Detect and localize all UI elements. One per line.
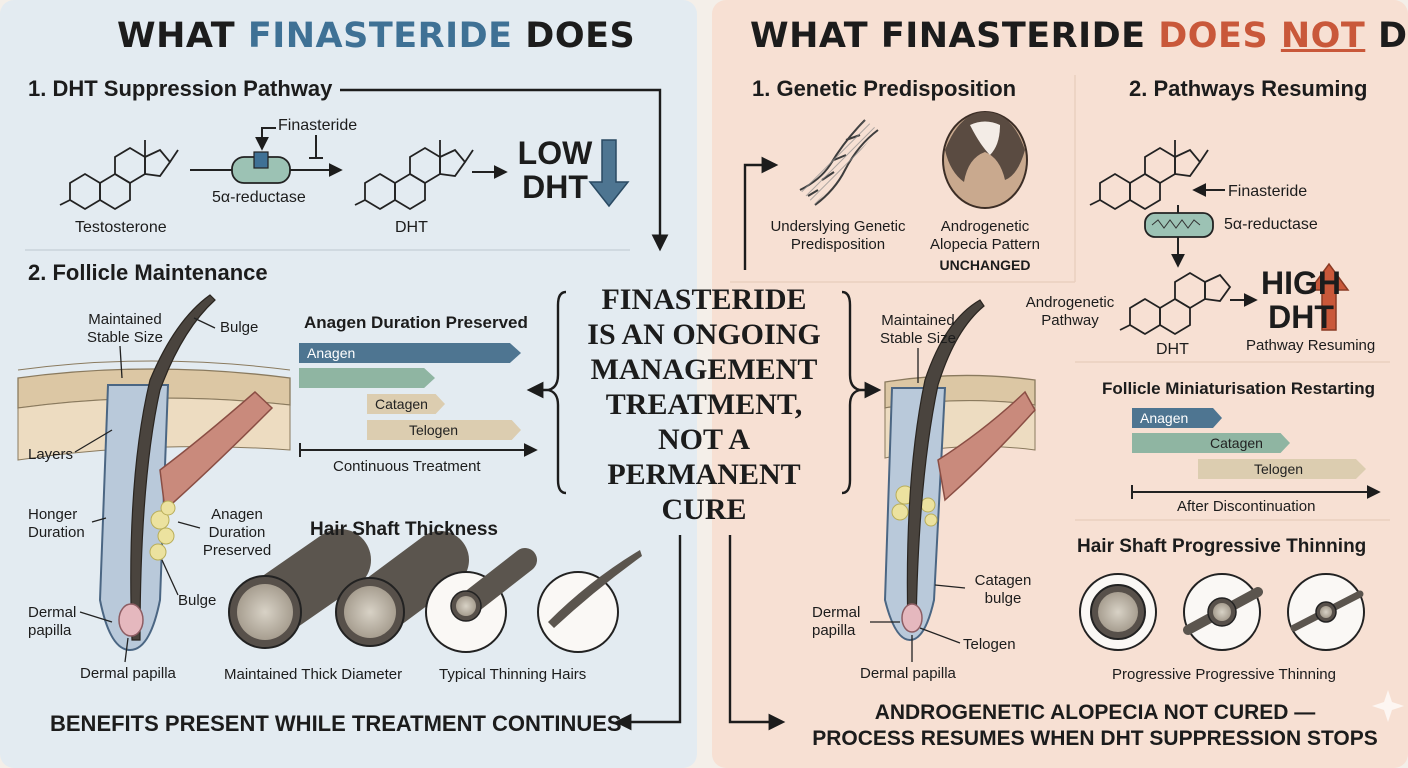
- follicle-illustration-right: [883, 299, 1036, 642]
- layers-label: Layers: [28, 446, 74, 463]
- right-telogen-bar: Telogen: [1198, 459, 1366, 479]
- right-section1-title: 1. Genetic Predisposition: [752, 76, 1017, 101]
- right-title: WHAT FINASTERIDE DOES NOT DO: [750, 16, 1408, 56]
- progressive-thinning-label: Progressive Progressive Thinning: [1112, 666, 1336, 683]
- dermal-papilla-bottom-label: Dermal papilla: [80, 665, 176, 682]
- right-footer: ANDROGENETIC ALOPECIA NOT CURED — PROCES…: [812, 701, 1378, 750]
- left-section1-title: 1. DHT Suppression Pathway: [28, 76, 333, 101]
- catagen-bulge-label: Catagen bulge: [974, 572, 1032, 607]
- high-dht-up-arrow: [1308, 262, 1350, 331]
- dermal-papilla-side-label: Dermal papilla: [28, 604, 77, 639]
- thinning-hairs-label: Typical Thinning Hairs: [439, 666, 587, 683]
- enzyme-label-left: 5α-reductase: [212, 189, 306, 206]
- dht-molecule-left: [354, 140, 474, 211]
- dht-molecule-right: [1119, 271, 1232, 336]
- alopecia-pattern-label: Androgenetic Alopecia Pattern: [929, 218, 1041, 253]
- left-section2-title: 2. Follicle Maintenance: [28, 260, 268, 285]
- after-discontinuation-label: After Discontinuation: [1177, 498, 1316, 515]
- testosterone-label: Testosterone: [75, 219, 167, 236]
- central-message: FINASTERIDE IS AN ONGOING MANAGEMENT TRE…: [587, 283, 821, 526]
- right-anagen-bar: Anagen: [1132, 408, 1222, 428]
- dht-label-right: DHT: [1156, 341, 1189, 358]
- hair-shaft-title-right: Hair Shaft Progressive Thinning: [1077, 536, 1367, 557]
- hair-shaft-title-left: Hair Shaft Thickness: [310, 519, 498, 540]
- hair-shaft-sections-right: [1079, 573, 1365, 651]
- left-anagen-bar-2: [299, 368, 435, 388]
- finasteride-label-right: Finasteride: [1228, 183, 1308, 200]
- right-panel: [712, 0, 1408, 768]
- hair-shaft-sections-left: [228, 529, 642, 653]
- maintained-size-label-right: Maintained Stable Size: [880, 312, 956, 347]
- follicle-illustration-left: [17, 294, 291, 652]
- miniaturisation-title: Follicle Miniaturisation Restarting: [1102, 379, 1375, 398]
- anagen-duration-title: Anagen Duration Preserved: [304, 313, 528, 332]
- right-catagen-bar: Catagen: [1132, 433, 1290, 453]
- molecule-right-top: [1089, 140, 1209, 211]
- anagen-preserved-follicle-label: Anagen Duration Preserved: [202, 506, 272, 559]
- unchanged-label: UNCHANGED: [939, 257, 1031, 273]
- telogen-follicle-label: Telogen: [963, 636, 1016, 653]
- dermal-papilla-bottom-label-right: Dermal papilla: [860, 665, 956, 682]
- left-footer: BENEFITS PRESENT WHILE TREATMENT CONTINU…: [50, 711, 622, 736]
- left-anagen-bar: Anagen: [299, 343, 521, 363]
- pathway-resuming-label: Pathway Resuming: [1246, 337, 1376, 354]
- enzyme-label-right: 5α-reductase: [1224, 216, 1318, 233]
- continuous-treatment-label: Continuous Treatment: [333, 458, 481, 475]
- maintained-size-label-left: Maintained Stable Size: [87, 311, 163, 346]
- androgenetic-pathway-label: Androgenetic Pathway: [1025, 294, 1115, 329]
- testosterone-molecule: [59, 140, 179, 211]
- dna-helix-icon: [799, 119, 879, 206]
- bulge-top-label: Bulge: [220, 319, 259, 336]
- thick-diameter-label: Maintained Thick Diameter: [224, 666, 403, 683]
- left-telogen-bar: Telogen: [367, 420, 521, 440]
- dht-label-left: DHT: [395, 219, 428, 236]
- genetic-predisposition-label: Underslying Genetic Predisposition: [770, 218, 906, 253]
- longer-duration-label: Honger Duration: [28, 506, 85, 541]
- left-catagen-bar: Catagen: [367, 394, 445, 414]
- right-section2-title: 2. Pathways Resuming: [1129, 76, 1368, 101]
- low-dht-down-arrow: [588, 139, 630, 208]
- finasteride-label-left: Finasteride: [278, 117, 358, 134]
- enzyme-5a-reductase-right: [1144, 212, 1214, 238]
- dermal-papilla-side-label-right: Dermal papilla: [812, 604, 861, 639]
- left-title: WHAT FINASTERIDE DOES: [117, 16, 636, 56]
- bulge-low-label: Bulge: [178, 592, 217, 609]
- sparkle-icon: [1372, 690, 1404, 722]
- balding-head-icon: [942, 111, 1028, 209]
